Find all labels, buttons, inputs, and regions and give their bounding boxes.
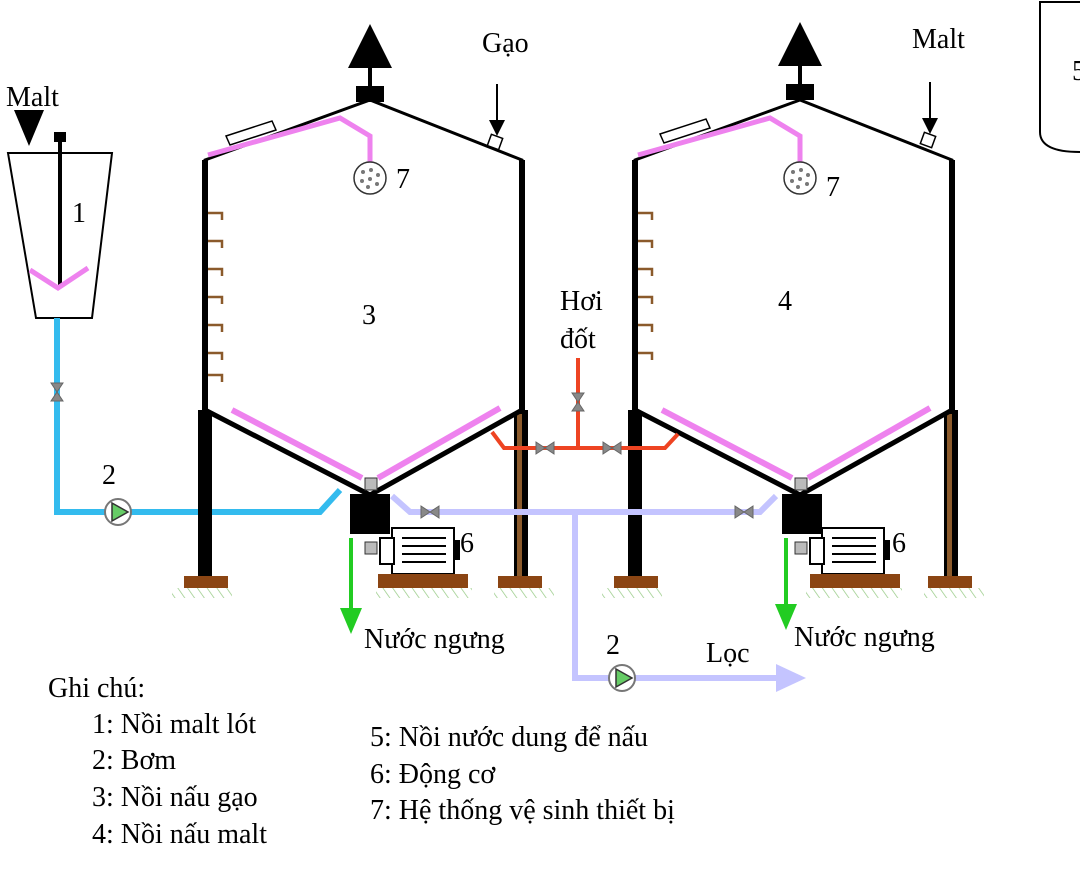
number-4: 4 xyxy=(778,286,792,317)
pump-left-icon xyxy=(104,498,132,526)
label-hoi: Hơi xyxy=(560,286,603,317)
steam-valve-vertical xyxy=(571,392,585,412)
malt-hopper-1 xyxy=(6,110,114,319)
legend-item-1: 1: Nồi malt lót xyxy=(92,709,256,740)
legend-item-2: 2: Bơm xyxy=(92,745,176,776)
steam-line xyxy=(490,358,680,455)
legend: Ghi chú: 1: Nồi malt lót 2: Bơm 3: Nồi n… xyxy=(48,673,675,850)
wort-transfer-line xyxy=(390,493,806,692)
number-3: 3 xyxy=(362,300,376,331)
pump-bottom-icon xyxy=(608,664,636,692)
legend-item-4: 4: Nồi nấu malt xyxy=(92,819,267,850)
number-2-left: 2 xyxy=(102,460,116,491)
number-6-left: 6 xyxy=(460,528,474,559)
malt-line-valve xyxy=(50,382,64,402)
motor-6-right-icon xyxy=(806,527,902,598)
wort-valve-left xyxy=(420,505,440,519)
motor-6-left-icon xyxy=(376,527,472,598)
wort-valve-right xyxy=(734,505,754,519)
legend-title: Ghi chú: xyxy=(48,673,145,704)
label-malt-left: Malt xyxy=(6,82,59,113)
vent-arrow-tank-4-icon xyxy=(778,22,822,66)
legend-item-7: 7: Hệ thống vệ sinh thiết bị xyxy=(370,795,675,826)
legend-item-3: 3: Nồi nấu gạo xyxy=(92,782,258,813)
label-dot: đốt xyxy=(560,324,596,355)
number-6-right: 6 xyxy=(892,528,906,559)
malt-inlet-arrow-left xyxy=(14,110,44,146)
steam-valve-right xyxy=(602,441,622,455)
tank-4-malt-cooker xyxy=(602,22,984,630)
legend-item-6: 6: Động cơ xyxy=(370,759,496,790)
tank-5-partial xyxy=(1039,1,1080,153)
label-loc: Lọc xyxy=(706,638,750,669)
tank-3-rice-cooker xyxy=(172,24,554,634)
label-malt-right: Malt xyxy=(912,24,965,55)
number-2-bottom: 2 xyxy=(606,630,620,661)
label-nuoc-ngung-right: Nước ngưng xyxy=(794,622,935,653)
malt-transfer-line xyxy=(50,318,343,526)
number-7-left: 7 xyxy=(396,164,410,195)
vent-arrow-tank-3-icon xyxy=(348,24,392,68)
label-gao: Gạo xyxy=(482,28,529,59)
number-1: 1 xyxy=(72,198,86,229)
number-5-partial: 5 xyxy=(1072,56,1080,87)
legend-item-5: 5: Nồi nước dung để nấu xyxy=(370,722,648,753)
number-7-right: 7 xyxy=(826,172,840,203)
label-nuoc-ngung-left: Nước ngưng xyxy=(364,624,505,655)
steam-valve-left xyxy=(535,441,555,455)
